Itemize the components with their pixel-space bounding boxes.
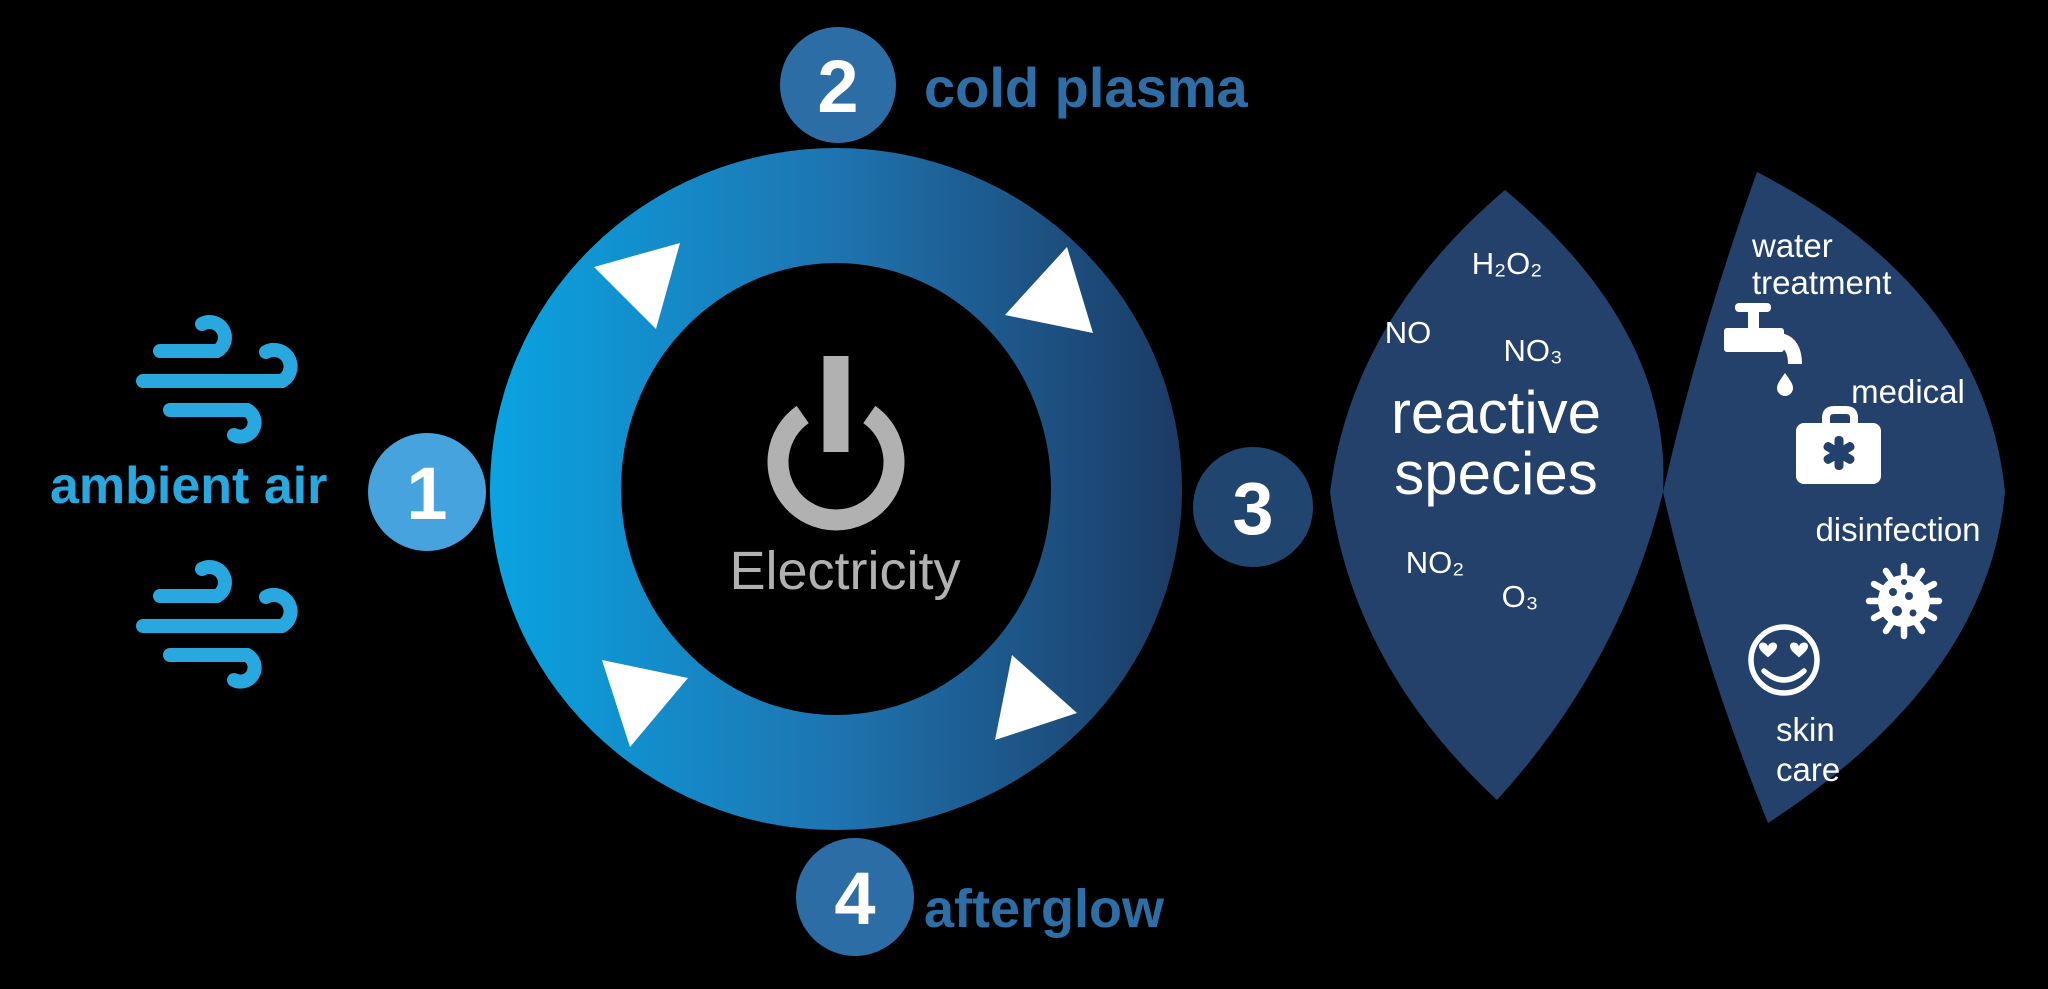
ring-inner-hole: [621, 263, 1051, 715]
medical-case-icon: [1796, 406, 1881, 484]
reactive-species-panel: H₂O₂ NO NO₃ reactive species NO₂ O₃: [1330, 190, 1664, 800]
skin-care-label-line2: care: [1776, 751, 1840, 788]
step-badge-3: [1193, 447, 1313, 567]
ambient-air-label: ambient air: [50, 457, 327, 515]
step-badge-4-number: 4: [834, 857, 875, 940]
step-badge-4: [796, 838, 914, 956]
process-ring: [490, 148, 1182, 830]
reactive-species-title-line2: species: [1394, 440, 1597, 507]
electricity-label: Electricity: [729, 541, 960, 601]
step-badge-2-number: 2: [817, 45, 858, 128]
faucet-icon: [1724, 303, 1802, 396]
formula-no: NO: [1385, 315, 1432, 350]
water-treatment-label-line2: treatment: [1752, 264, 1891, 301]
formula-no2: NO₂: [1406, 545, 1465, 580]
virus-icon: [1865, 562, 1943, 640]
step-1-ambient-air: ambient air 1: [50, 322, 486, 682]
ring-arrow-top-right-icon: [1005, 247, 1093, 333]
skin-care-label-line1: skin: [1776, 711, 1835, 748]
formula-no3: NO₃: [1503, 333, 1562, 368]
disinfection-label: disinfection: [1815, 511, 1980, 548]
reactive-species-shape: [1330, 190, 1664, 800]
medical-label: medical: [1851, 373, 1965, 410]
wind-icon: [143, 322, 291, 437]
power-icon-bar: [823, 356, 849, 452]
reactive-species-title-line1: reactive: [1391, 379, 1601, 446]
step-3-reactive-species-badge: 3: [1193, 447, 1313, 567]
step-badge-1: [368, 433, 486, 551]
smiley-heart-eyes-icon: [1748, 624, 1820, 696]
electricity-center: Electricity: [729, 356, 961, 601]
step-badge-1-number: 1: [406, 452, 447, 535]
formula-h2o2: H₂O₂: [1472, 246, 1543, 281]
step-4-afterglow: 4 afterglow: [796, 838, 1165, 956]
water-treatment-label-line1: water: [1751, 227, 1833, 264]
ring-arrow-top-left-icon: [594, 243, 680, 329]
wind-icon: [143, 567, 291, 682]
power-icon: [767, 405, 905, 531]
step-badge-2: [780, 27, 896, 143]
ring-arrow-bottom-right-icon: [995, 655, 1077, 740]
afterglow-label: afterglow: [924, 879, 1165, 939]
applications-panel: water treatment medical disinfection: [1663, 172, 2005, 823]
formula-o3: O₃: [1502, 579, 1539, 614]
ring-arrow-bottom-left-icon: [602, 660, 688, 747]
cold-plasma-label: cold plasma: [924, 56, 1249, 119]
step-2-cold-plasma: 2 cold plasma: [780, 27, 1249, 143]
step-badge-3-number: 3: [1232, 467, 1273, 550]
